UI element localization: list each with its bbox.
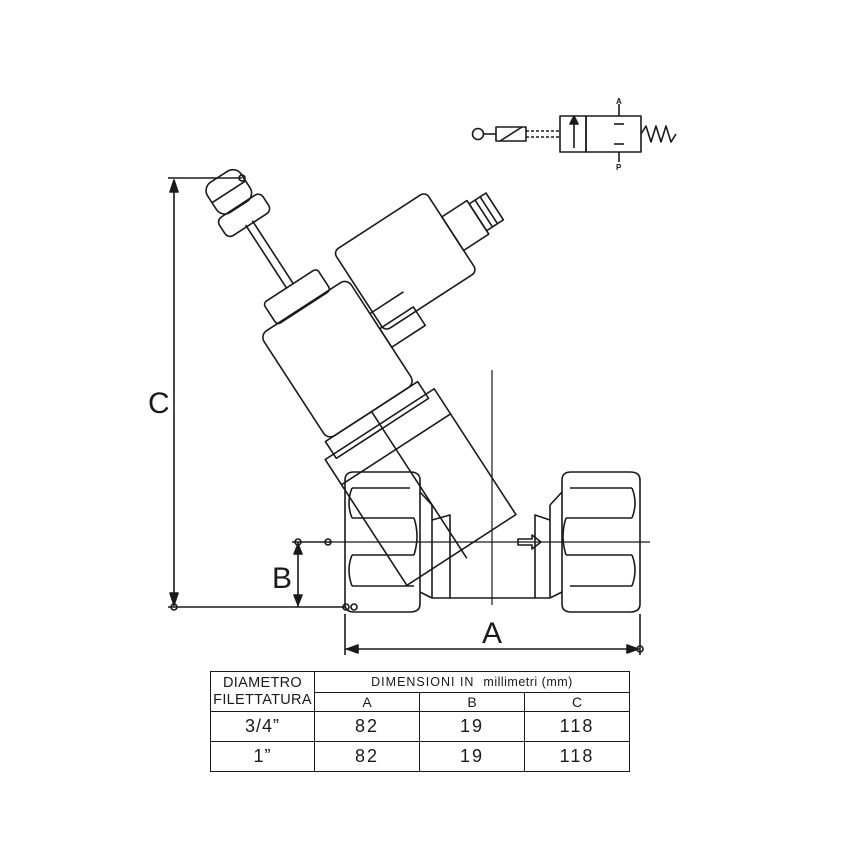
- valve-body: [431, 514, 551, 599]
- solenoid-coil: [334, 192, 505, 348]
- dimension-a-label: A: [482, 617, 502, 650]
- table-row: 1” 82 19 118: [210, 741, 630, 772]
- dimension-b: [292, 538, 358, 611]
- diameter-header: DIAMETRO FILETTATURA: [210, 671, 315, 712]
- column-c-header: C: [524, 692, 630, 712]
- value-a-cell: 82: [314, 711, 420, 742]
- valve-symbol-icon: [471, 104, 677, 162]
- value-a-cell: 82: [314, 741, 420, 772]
- column-b-header: B: [419, 692, 525, 712]
- column-a-header: A: [314, 692, 420, 712]
- dimension-b-label: B: [272, 562, 292, 595]
- size-cell: 1”: [210, 741, 315, 772]
- port-p-label: P: [616, 163, 622, 172]
- diameter-header-line1: DIAMETRO: [223, 674, 302, 691]
- dimension-c-label: C: [148, 387, 170, 420]
- dimension-c: [168, 174, 350, 611]
- port-a-label: A: [616, 97, 622, 106]
- actuator-assembly: [205, 168, 517, 587]
- flow-arrow-icon: [517, 534, 542, 550]
- value-c-cell: 118: [524, 741, 630, 772]
- dimensions-header: DIMENSIONI IN millimetri (mm): [314, 671, 630, 693]
- dimensions-table: DIAMETRO FILETTATURA DIMENSIONI IN milli…: [210, 671, 630, 772]
- value-c-cell: 118: [524, 711, 630, 742]
- dimensions-header-unit: millimetri (mm): [483, 675, 573, 689]
- right-hex-fitting: [549, 471, 641, 613]
- dimensions-header-title: DIMENSIONI IN: [371, 675, 475, 689]
- table-row: 3/4” 82 19 118: [210, 711, 630, 742]
- dimension-a: [344, 614, 644, 655]
- value-b-cell: 19: [419, 741, 525, 772]
- diameter-header-line2: FILETTATURA: [213, 691, 312, 708]
- value-b-cell: 19: [419, 711, 525, 742]
- size-cell: 3/4”: [210, 711, 315, 742]
- left-hex-fitting: [344, 471, 433, 613]
